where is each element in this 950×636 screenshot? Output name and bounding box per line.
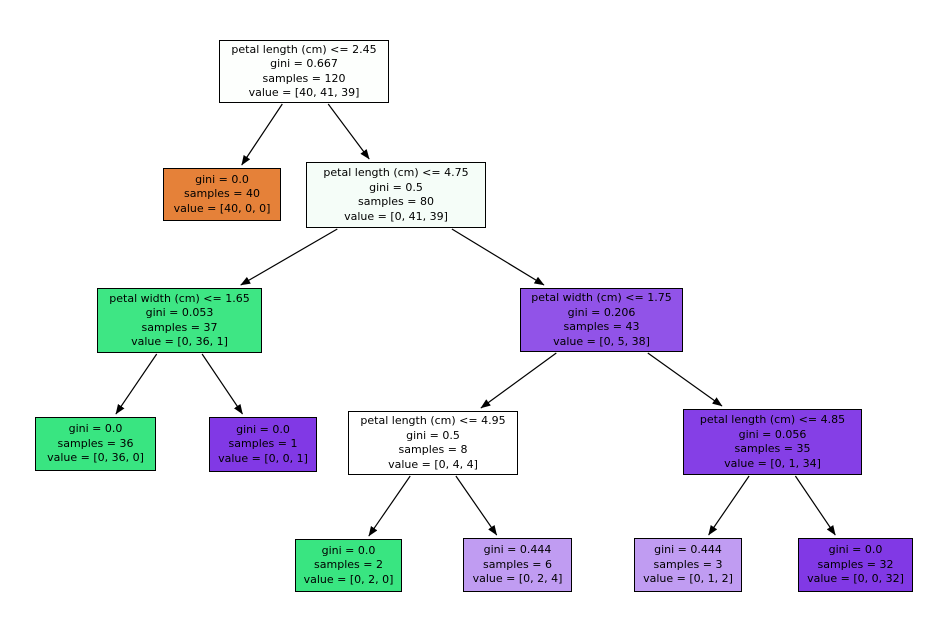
node-samples: samples = 80 xyxy=(358,195,434,208)
tree-edge xyxy=(480,352,557,409)
tree-edge xyxy=(794,475,836,536)
node-value: value = [0, 1, 2] xyxy=(643,572,733,586)
node-value: value = [0, 4, 4] xyxy=(388,457,478,471)
node-value: value = [40, 41, 39] xyxy=(248,86,360,99)
node-gini: gini = 0.0 xyxy=(68,422,123,436)
node-gini: gini = 0.0 xyxy=(321,543,376,557)
node-samples: samples = 8 xyxy=(398,443,468,456)
node-samples: samples = 2 xyxy=(314,558,383,572)
tree-split-node-root: petal length (cm) <= 2.45 gini = 0.667 s… xyxy=(219,40,389,103)
tree-leaf-node: gini = 0.0 samples = 2 value = [0, 2, 0] xyxy=(295,539,402,592)
node-gini: gini = 0.0 xyxy=(195,172,249,186)
tree-leaf-node: gini = 0.0 samples = 40 value = [40, 0, … xyxy=(163,168,281,221)
node-split-condition: petal length (cm) <= 2.45 xyxy=(231,42,377,56)
tree-edge xyxy=(451,228,545,286)
tree-edge xyxy=(455,475,498,536)
node-value: value = [0, 41, 39] xyxy=(344,209,448,223)
node-samples: samples = 43 xyxy=(563,320,640,333)
node-gini: gini = 0.053 xyxy=(145,306,214,319)
node-value: value = [0, 2, 4] xyxy=(472,572,563,586)
node-gini: gini = 0.5 xyxy=(406,428,460,442)
node-samples: samples = 37 xyxy=(141,320,218,334)
node-samples: samples = 35 xyxy=(734,442,811,455)
node-samples: samples = 1 xyxy=(228,437,298,451)
node-value: value = [0, 0, 1] xyxy=(218,451,308,465)
node-samples: samples = 32 xyxy=(817,557,894,571)
tree-leaf-node: gini = 0.0 samples = 32 value = [0, 0, 3… xyxy=(798,538,913,592)
node-split-condition: petal length (cm) <= 4.85 xyxy=(699,413,846,426)
tree-edge xyxy=(201,353,243,415)
tree-split-node: petal width (cm) <= 1.65 gini = 0.053 sa… xyxy=(97,288,262,353)
node-samples: samples = 6 xyxy=(483,557,552,571)
node-gini: gini = 0.444 xyxy=(483,543,552,557)
node-samples: samples = 120 xyxy=(262,71,346,85)
node-samples: samples = 36 xyxy=(57,436,134,450)
node-value: value = [0, 5, 38] xyxy=(553,334,650,348)
node-split-condition: petal length (cm) <= 4.95 xyxy=(360,414,506,427)
tree-edge xyxy=(240,228,338,286)
tree-leaf-node: gini = 0.0 samples = 1 value = [0, 0, 1] xyxy=(209,417,317,472)
node-value: value = [40, 0, 0] xyxy=(173,201,271,215)
tree-leaf-node: gini = 0.444 samples = 3 value = [0, 1, … xyxy=(634,538,742,592)
node-gini: gini = 0.206 xyxy=(567,305,636,319)
node-split-condition: petal length (cm) <= 4.75 xyxy=(323,166,469,179)
node-gini: gini = 0.5 xyxy=(369,180,423,194)
tree-leaf-node: gini = 0.0 samples = 36 value = [0, 36, … xyxy=(35,417,156,471)
tree-split-node: petal width (cm) <= 1.75 gini = 0.206 sa… xyxy=(520,288,683,352)
node-samples: samples = 3 xyxy=(653,557,723,571)
node-value: value = [0, 36, 0] xyxy=(47,451,144,465)
tree-edge xyxy=(115,353,158,415)
node-gini: gini = 0.444 xyxy=(654,543,722,557)
tree-edge xyxy=(368,475,411,537)
node-gini: gini = 0.056 xyxy=(738,427,807,441)
tree-edge xyxy=(647,352,723,407)
tree-split-node: petal length (cm) <= 4.75 gini = 0.5 sam… xyxy=(306,162,486,228)
tree-split-node: petal length (cm) <= 4.85 gini = 0.056 s… xyxy=(683,409,862,475)
tree-edge xyxy=(327,103,370,160)
node-value: value = [0, 1, 34] xyxy=(724,456,821,470)
node-gini: gini = 0.667 xyxy=(270,57,338,70)
tree-edge xyxy=(241,103,283,166)
node-samples: samples = 40 xyxy=(184,187,260,201)
tree-split-node: petal length (cm) <= 4.95 gini = 0.5 sam… xyxy=(348,411,518,475)
node-value: value = [0, 2, 0] xyxy=(303,572,394,586)
node-split-condition: petal width (cm) <= 1.75 xyxy=(531,291,672,304)
tree-edge xyxy=(708,475,750,536)
node-split-condition: petal width (cm) <= 1.65 xyxy=(109,291,250,305)
node-gini: gini = 0.0 xyxy=(236,422,290,436)
tree-leaf-node: gini = 0.444 samples = 6 value = [0, 2, … xyxy=(463,538,572,592)
node-value: value = [0, 36, 1] xyxy=(131,335,228,348)
node-value: value = [0, 0, 32] xyxy=(807,572,904,586)
node-gini: gini = 0.0 xyxy=(828,543,883,557)
